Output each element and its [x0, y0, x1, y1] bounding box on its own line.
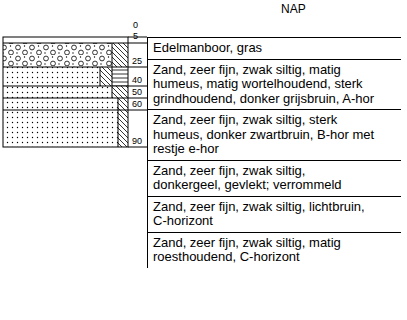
strip-divider [118, 98, 119, 147]
depth-label: 40 [132, 76, 142, 85]
depth-tick [3, 98, 147, 99]
layer-description: Zand, zeer fijn, zwak siltig, matig hume… [147, 59, 401, 110]
layer-description: Edelmanboor, gras [147, 37, 401, 59]
strip-divider [112, 43, 113, 98]
layer-boundaries [3, 37, 147, 147]
depth-tick [3, 67, 147, 68]
sand-layer [3, 86, 112, 98]
humus-strip [118, 98, 128, 110]
reference-level: NAP [281, 3, 306, 15]
depth-label: 5 [133, 32, 138, 41]
description-text: Zand, zeer fijn, zwak siltig, donkergeel… [153, 164, 375, 193]
grass-layer [3, 37, 128, 43]
depth-tick [128, 147, 147, 148]
sand-layer [3, 98, 118, 110]
depth-label: 50 [132, 88, 142, 97]
depth-tick [3, 43, 147, 44]
humus-strip [112, 86, 128, 98]
description-text: Zand, zeer fijn, zwak siltig, lichtbruin… [153, 200, 375, 229]
layer-description: Zand, zeer fijn, zwak siltig, lichtbruin… [147, 196, 401, 232]
description-text: Zand, zeer fijn, zwak siltig, matig hume… [153, 63, 375, 107]
depth-tick [3, 86, 147, 87]
depth-label: 90 [132, 137, 142, 146]
gravel-sand-layer [3, 43, 112, 67]
depth-label: 25 [132, 57, 142, 66]
description-text: Edelmanboor, gras [153, 41, 375, 56]
sand-layer [3, 110, 118, 147]
depth-tick [3, 110, 147, 111]
description-text: Zand, zeer fijn, zwak siltig, sterk hume… [153, 113, 375, 157]
layer-description: Zand, zeer fijn, zwak siltig, sterk hume… [147, 109, 401, 160]
strong-humus-strip [112, 67, 128, 86]
humus-strip [112, 43, 128, 67]
layer-description: Zand, zeer fijn, zwak siltig, matig roes… [147, 232, 401, 268]
depth-label: 0 [133, 21, 138, 30]
rust-strip [118, 110, 128, 147]
humus-strip [100, 67, 112, 86]
depth-label: 60 [132, 100, 142, 109]
sand-layer [3, 67, 100, 86]
description-text: Zand, zeer fijn, zwak siltig, matig roes… [153, 236, 375, 265]
layer-description: Zand, zeer fijn, zwak siltig, donkergeel… [147, 160, 401, 196]
strip-divider [100, 67, 101, 86]
column-outline [3, 37, 128, 147]
